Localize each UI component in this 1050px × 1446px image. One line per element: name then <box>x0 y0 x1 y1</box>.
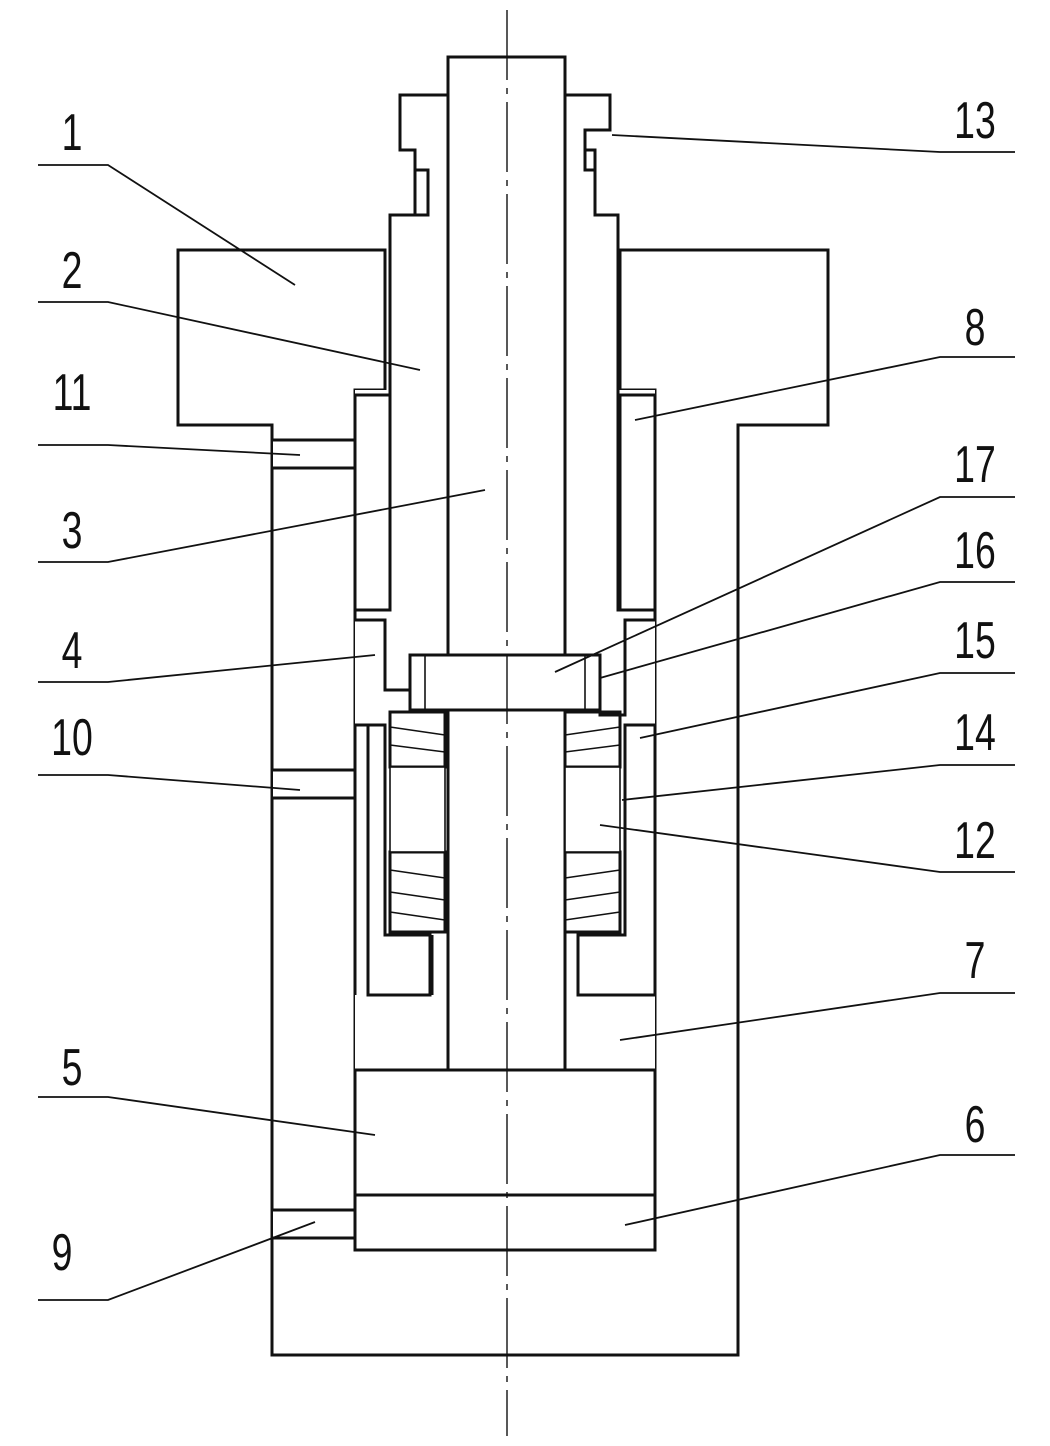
disc-springs-right <box>563 710 622 934</box>
label-14: 14 <box>954 703 996 762</box>
ports <box>273 438 355 1240</box>
piston <box>353 1068 657 1252</box>
disc-springs-left <box>388 710 447 934</box>
label-9: 9 <box>52 1223 73 1282</box>
label-1: 1 <box>62 103 83 162</box>
label-8: 8 <box>965 298 986 357</box>
label-16: 16 <box>954 521 996 580</box>
label-6: 6 <box>965 1095 986 1154</box>
leader-lines <box>38 134 1015 1301</box>
label-4: 4 <box>62 621 83 680</box>
label-15: 15 <box>954 611 996 670</box>
label-10: 10 <box>51 708 93 767</box>
label-7: 7 <box>965 931 986 990</box>
label-11: 11 <box>53 363 92 422</box>
part-labels: 1 2 11 3 4 10 5 9 13 8 17 16 15 14 12 7 … <box>51 91 996 1282</box>
guide-rings <box>430 935 580 995</box>
label-13: 13 <box>954 91 996 150</box>
label-3: 3 <box>62 501 83 560</box>
label-2: 2 <box>62 241 83 300</box>
label-5: 5 <box>62 1038 83 1097</box>
label-12: 12 <box>954 811 996 870</box>
label-17: 17 <box>954 435 996 494</box>
